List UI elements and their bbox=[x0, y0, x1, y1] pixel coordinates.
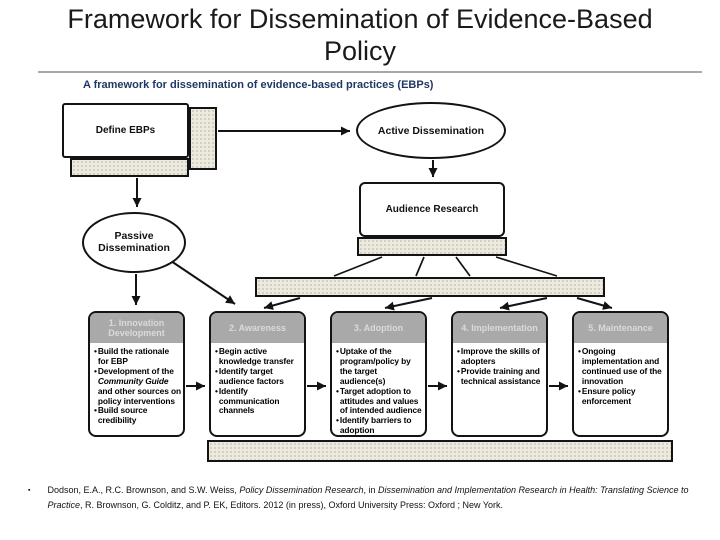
bullet-marker: • bbox=[94, 365, 97, 376]
stage-box-5-maintenance: 5. Maintenance •Ongoing implementation a… bbox=[572, 311, 669, 437]
line-audience-fan-4 bbox=[495, 256, 558, 277]
passive-dissemination-label: Passive Dissemination bbox=[98, 229, 170, 254]
active-dissemination-ellipse: Active Dissemination bbox=[356, 102, 506, 159]
stage-3-body: •Uptake of the program/policy by the tar… bbox=[332, 343, 425, 436]
slide-title-line-2: Policy bbox=[323, 36, 397, 66]
stage-5-body: •Ongoing implementation and continued us… bbox=[574, 343, 667, 435]
bullet-item: •Begin active knowledge transfer bbox=[215, 346, 294, 366]
passive-dissemination-ellipse: Passive Dissemination bbox=[82, 212, 186, 273]
bullet-marker: • bbox=[457, 346, 460, 356]
arrow-passive-to-stage2 bbox=[170, 260, 236, 305]
stage-2-header: 2. Awareness bbox=[211, 313, 304, 343]
arrow-bar-to-stage3 bbox=[384, 297, 433, 311]
arrow-bar-to-stage2 bbox=[263, 297, 301, 310]
citation: ▪ Dodson, E.A., R.C. Brownson, and S.W. … bbox=[28, 483, 706, 513]
stage-3-header: 3. Adoption bbox=[332, 313, 425, 343]
bullet-item: •Identify barriers to adoption bbox=[336, 415, 412, 436]
bullet-item: •Build source credibility bbox=[94, 405, 148, 426]
bullet-marker: • bbox=[578, 385, 581, 396]
bullet-item: •Identify communication channels bbox=[215, 385, 280, 416]
stage-box-4-implementation: 4. Implementation •Improve the skills of… bbox=[451, 311, 548, 437]
bullet-marker: • bbox=[215, 346, 218, 356]
define-ebps-box: Define EBPs bbox=[62, 103, 189, 158]
stage-2-body: •Begin active knowledge transfer •Identi… bbox=[211, 343, 304, 435]
stage-1-body: •Build the rationale for EBP •Developmen… bbox=[90, 343, 183, 435]
line-audience-fan-1 bbox=[333, 256, 383, 277]
audience-research-label: Audience Research bbox=[385, 204, 479, 215]
stage-box-3-adoption: 3. Adoption •Uptake of the program/polic… bbox=[330, 311, 427, 437]
stage-box-2-awareness: 2. Awareness •Begin active knowledge tra… bbox=[209, 311, 306, 437]
bullet-item: •Target adoption to attitudes and values… bbox=[336, 385, 422, 416]
citation-bullet: ▪ bbox=[28, 487, 31, 494]
stages-shadow-bar bbox=[207, 440, 673, 462]
bullet-marker: • bbox=[94, 405, 97, 416]
audience-channels-bar bbox=[255, 277, 605, 297]
bullet-item: •Ongoing implementation and continued us… bbox=[578, 346, 662, 386]
line-audience-fan-2 bbox=[415, 256, 425, 277]
bullet-item: •Uptake of the program/policy by the tar… bbox=[336, 346, 411, 386]
bullet-item: •Provide training and technical assistan… bbox=[457, 365, 541, 386]
stage-5-header: 5. Maintenance bbox=[574, 313, 667, 343]
slide-title: Framework for Dissemination of Evidence-… bbox=[0, 3, 720, 67]
stage-box-1-innovation-development: 1. Innovation Development •Build the rat… bbox=[88, 311, 185, 437]
stage-1-header: 1. Innovation Development bbox=[90, 313, 183, 343]
define-ebps-shadow-right bbox=[189, 107, 217, 170]
bullet-marker: • bbox=[215, 365, 218, 376]
diagram-heading: A framework for dissemination of evidenc… bbox=[83, 79, 434, 91]
stage-4-header: 4. Implementation bbox=[453, 313, 546, 343]
title-separator-line bbox=[38, 71, 702, 73]
bullet-item: •Ensure policy enforcement bbox=[578, 385, 636, 406]
define-ebps-shadow-bottom bbox=[70, 158, 189, 177]
arrow-bar-to-stage4 bbox=[499, 297, 548, 311]
audience-research-shadow bbox=[357, 237, 507, 256]
slide-title-line-1: Framework for Dissemination of Evidence-… bbox=[67, 4, 653, 34]
bullet-item: •Build the rationale for EBP bbox=[94, 346, 170, 366]
bullet-marker: • bbox=[336, 385, 339, 396]
community-guide-italic: Community Guide bbox=[97, 375, 169, 386]
active-dissemination-label: Active Dissemination bbox=[377, 124, 485, 137]
define-ebps-label: Define EBPs bbox=[95, 125, 156, 136]
bullet-item: •Identify target audience factors bbox=[215, 365, 284, 386]
audience-research-box: Audience Research bbox=[359, 182, 505, 237]
citation-title-1: Policy Dissemination Research bbox=[239, 485, 364, 495]
bullet-item: •Development of the Community Guide and … bbox=[94, 365, 182, 406]
bullet-marker: • bbox=[94, 346, 97, 356]
bullet-marker: • bbox=[578, 346, 581, 356]
bullet-marker: • bbox=[457, 365, 460, 376]
bullet-item: •Improve the skills of adopters bbox=[457, 346, 540, 366]
line-audience-fan-3 bbox=[455, 256, 471, 277]
bullet-marker: • bbox=[336, 415, 339, 426]
stage-4-body: •Improve the skills of adopters •Provide… bbox=[453, 343, 546, 435]
citation-text: Dodson, E.A., R.C. Brownson, and S.W. We… bbox=[47, 485, 689, 510]
citation-title-2: Dissemination and Implementation Researc… bbox=[47, 485, 689, 510]
bullet-marker: • bbox=[215, 385, 218, 396]
arrow-bar-to-stage5 bbox=[576, 297, 613, 310]
bullet-marker: • bbox=[336, 346, 339, 356]
